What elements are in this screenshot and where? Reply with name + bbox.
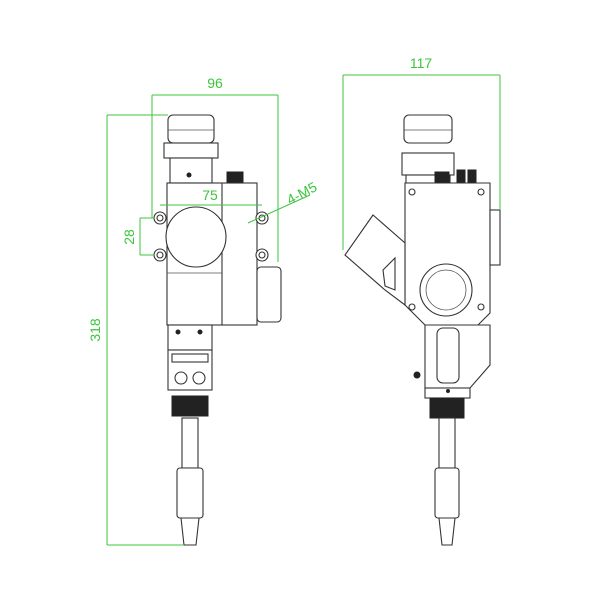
dim-label-28: 28 [121,229,137,245]
dim-label-117: 117 [410,55,433,71]
dimension-96: 96 [151,75,279,262]
thread-label: 4-M5 [284,178,320,207]
front-view [153,114,282,546]
dim-label-318: 318 [87,318,103,342]
dim-label-75: 75 [202,187,218,203]
dimension-318: 318 [87,114,184,546]
dimension-117: 117 [342,55,501,250]
dim-label-96: 96 [207,75,223,91]
dimension-28: 28 [121,217,154,256]
side-view [344,114,501,546]
dimension-75: 75 [160,187,262,206]
